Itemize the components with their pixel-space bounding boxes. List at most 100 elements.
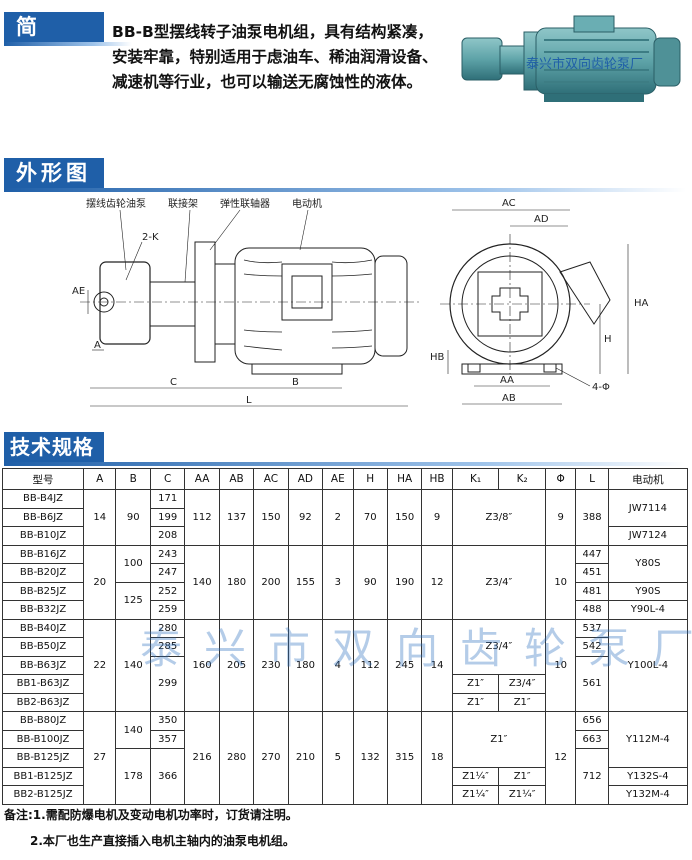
- cell-model: BB-B100JZ: [1, 729, 85, 749]
- watermark-text: 泰兴市双向齿轮泵厂: [140, 624, 692, 673]
- cell: 70: [352, 489, 388, 546]
- cell-model: BB-B125JZ: [1, 748, 85, 768]
- col-header: AA: [184, 468, 220, 490]
- cell: 20: [83, 544, 117, 620]
- note-1: 备注:1.需配防爆电机及变动电机功率时，订货请注明。: [4, 808, 298, 822]
- table-row: BB-B10JZ 208 JW7124: [1, 526, 689, 546]
- cell: 9: [544, 489, 577, 546]
- cell-model: BB1-B125JZ: [1, 766, 85, 786]
- cell: Y90S: [607, 581, 689, 601]
- cell: 9: [421, 489, 453, 546]
- table-row: BB-B100JZ 357 663: [1, 729, 688, 749]
- col-header: AB: [218, 468, 255, 490]
- cell-model: BB2-B125JZ: [1, 785, 85, 805]
- cell: 125: [115, 581, 151, 620]
- photo-caption: 泰兴市双向齿轮泵厂: [526, 56, 643, 72]
- cell: 216: [184, 711, 220, 805]
- label-motor: 电动机: [292, 197, 322, 210]
- cell: 447: [575, 544, 609, 564]
- cell: Z1″: [451, 692, 500, 712]
- cell: 561: [575, 655, 609, 712]
- cell: 280: [218, 711, 255, 805]
- cell: 712: [575, 748, 609, 805]
- label-bracket: 联接架: [168, 197, 198, 210]
- col-header: AE: [322, 468, 354, 490]
- col-header: K₂: [498, 468, 546, 490]
- cell: Z1″: [451, 711, 546, 768]
- dim-aa: AA: [500, 375, 514, 386]
- dim-b: B: [292, 377, 299, 388]
- cell: Y132M-4: [607, 785, 689, 805]
- dim-h: H: [604, 334, 612, 345]
- cell: 656: [575, 711, 609, 731]
- cell: 155: [287, 544, 324, 620]
- cell: 210: [287, 711, 324, 805]
- cell: Z3/8″: [451, 489, 546, 546]
- cell: 160: [184, 618, 220, 712]
- cell: JW7124: [607, 526, 689, 546]
- cell: 22: [83, 618, 117, 712]
- cell: 2: [322, 489, 354, 546]
- dim-k: 2-K: [142, 232, 159, 243]
- intro-paragraph: BB-B型摆线转子油泵电机组，具有结构紧凑，安装牢靠，特别适用于虑油车、稀油润滑…: [112, 23, 438, 91]
- dim-ae: AE: [72, 286, 85, 297]
- cell: 150: [386, 489, 423, 546]
- cell-model: BB-B32JZ: [1, 600, 85, 620]
- cell: 14: [421, 618, 453, 712]
- col-header: Φ: [544, 468, 577, 490]
- end-view: AC AD HA H HB AA AB 4-Φ: [430, 198, 649, 405]
- cell: 140: [115, 711, 151, 749]
- cell: 27: [83, 711, 117, 805]
- cell: Y112M-4: [607, 711, 689, 768]
- cell: 199: [149, 507, 186, 527]
- side-view: 摆线齿轮油泵 联接架 弹性联轴器 电动机 2-K AE A C B L: [72, 197, 420, 407]
- cell-model: BB-B4JZ: [1, 489, 85, 509]
- cell-model: BB-B6JZ: [1, 507, 85, 527]
- dim-ac: AC: [502, 198, 516, 209]
- cell: 315: [386, 711, 423, 805]
- cell: 243: [149, 544, 186, 564]
- dim-ha: HA: [634, 298, 649, 309]
- col-header: H: [352, 468, 388, 490]
- cell: Z3/4″: [451, 544, 546, 620]
- outline-drawing: 摆线齿轮油泵 联接架 弹性联轴器 电动机 2-K AE A C B L: [0, 190, 692, 415]
- cell: Y100L-4: [607, 618, 689, 712]
- col-header: B: [115, 468, 151, 490]
- cell: 112: [184, 489, 220, 546]
- col-header: A: [83, 468, 117, 490]
- dim-hb: HB: [430, 352, 445, 363]
- cell: 481: [575, 581, 609, 601]
- cell: 90: [352, 544, 388, 620]
- col-header: K₁: [451, 468, 500, 490]
- cell: 180: [218, 544, 255, 620]
- section-title-outline: 外形图: [4, 158, 104, 188]
- cell: 180: [287, 618, 324, 712]
- note-2: 2.本厂也生产直接插入电机主轴内的油泵电机组。: [30, 834, 295, 848]
- table-row: BB-B32JZ 259 488 Y90L-4: [1, 600, 689, 620]
- cell: 388: [575, 489, 609, 546]
- cell: 90: [115, 489, 151, 546]
- label-coupling: 弹性联轴器: [220, 197, 270, 210]
- cell: JW7114: [607, 489, 689, 527]
- cell-model: BB2-B63JZ: [1, 692, 85, 712]
- table-row: BB-B4JZ 14 90 171 112 137 150 92 2 70 15…: [1, 489, 689, 546]
- cell: 366: [149, 748, 186, 805]
- col-header: C: [149, 468, 186, 490]
- cell: Y80S: [607, 544, 689, 583]
- cell: 140: [184, 544, 220, 620]
- cell: Z1¼″: [451, 766, 500, 786]
- cell: 299: [149, 655, 186, 712]
- cell: 247: [149, 563, 186, 583]
- cell: 252: [149, 581, 186, 601]
- cell: Z3/4″: [498, 674, 546, 694]
- col-header: HB: [421, 468, 453, 490]
- table-row: BB2-B125JZ Z1¼″ Z1¼″ Y132M-4: [1, 785, 689, 805]
- cell: Z1″: [451, 674, 500, 694]
- col-header: 型号: [1, 468, 85, 490]
- cell: Z1″: [498, 692, 546, 712]
- cell: 137: [218, 489, 255, 546]
- cell: 171: [149, 489, 186, 509]
- cell: 5: [322, 711, 354, 805]
- label-pump: 摆线齿轮油泵: [86, 197, 146, 210]
- cell: 132: [352, 711, 388, 805]
